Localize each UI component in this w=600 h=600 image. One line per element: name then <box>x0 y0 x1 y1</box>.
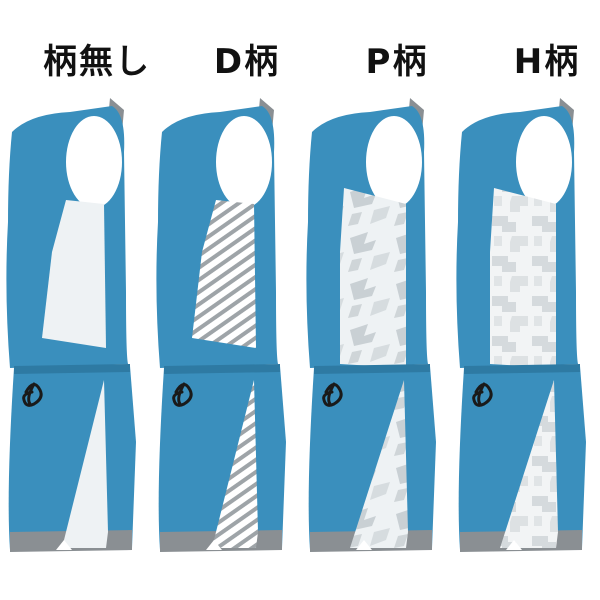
uniform-figures <box>6 98 588 554</box>
label-h-pattern: H柄 <box>513 42 581 82</box>
label-no-pattern: 柄無し <box>43 42 151 82</box>
uniform-plain <box>6 98 138 554</box>
label-p-pattern: P柄 <box>365 42 429 82</box>
uniform-p-pattern <box>306 98 438 554</box>
uniform-d-pattern <box>156 98 288 554</box>
uniform-h-pattern <box>456 98 588 554</box>
label-d-pattern: D柄 <box>213 42 281 82</box>
